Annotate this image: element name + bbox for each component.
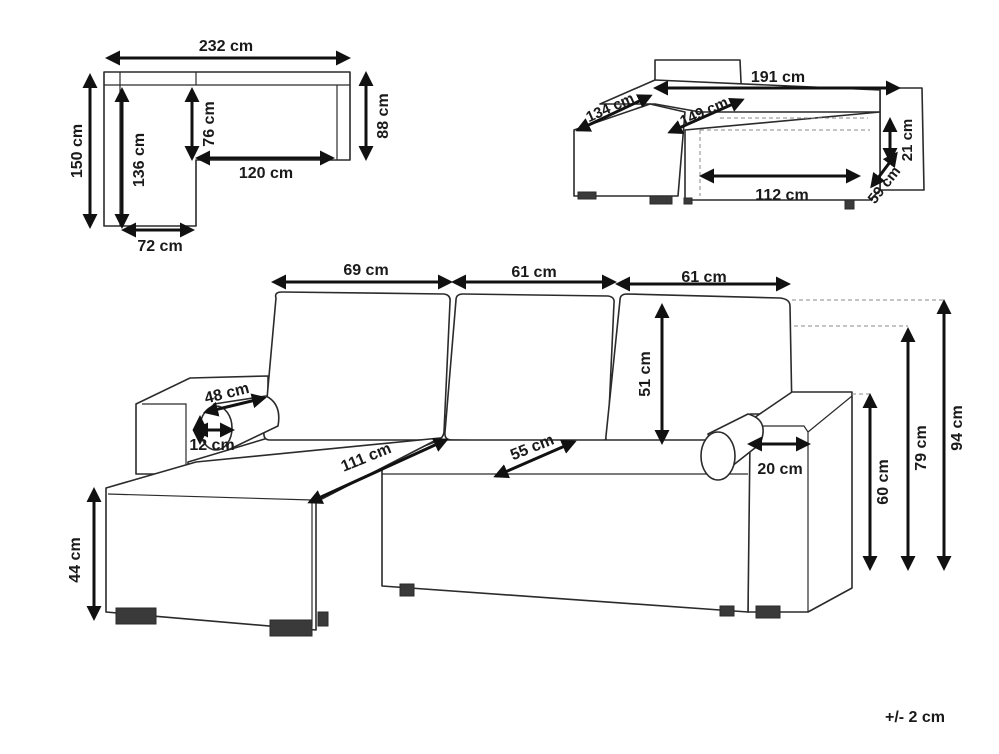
dim-bed-height: 21 cm: [899, 119, 916, 162]
dim-cushion-2-width: 61 cm: [511, 264, 556, 281]
dim-cushion-1-width: 69 cm: [343, 262, 388, 279]
dim-top-seat-depth: 76 cm: [201, 101, 218, 146]
dim-bed-length: 191 cm: [751, 69, 805, 86]
front-view: 69 cm 61 cm 61 cm 51 cm 48 cm 12 cm 111 …: [67, 262, 966, 637]
dim-top-chaise-inner: 136 cm: [131, 133, 148, 187]
back-cushion-1: [263, 291, 451, 441]
dim-top-back-depth: 88 cm: [375, 93, 392, 138]
dim-top-width: 232 cm: [199, 38, 253, 55]
bed-view: 191 cm 134 cm 149 cm 21 cm 112 cm 59 cm: [573, 59, 925, 210]
dim-top-chaise-width: 72 cm: [137, 238, 182, 255]
dim-top-seat-length: 120 cm: [239, 165, 293, 182]
dim-armrest-width: 20 cm: [757, 461, 802, 478]
dim-total-height: 94 cm: [949, 405, 966, 450]
tolerance-note: +/- 2 cm: [884, 709, 945, 726]
dim-cushion-3-width: 61 cm: [681, 269, 726, 286]
top-view: 232 cm 150 cm 136 cm 76 cm 88 cm 120 cm …: [69, 38, 392, 255]
dim-bed-width: 112 cm: [755, 187, 808, 204]
back-cushion-2: [444, 293, 615, 443]
dim-backrest-cushion-height: 51 cm: [637, 351, 654, 396]
dim-bolster-diameter: 12 cm: [189, 437, 234, 454]
dim-seat-height: 44 cm: [67, 537, 84, 582]
dim-top-depth-total: 150 cm: [69, 124, 86, 178]
dim-back-height: 79 cm: [913, 425, 930, 470]
main-seat: [381, 439, 751, 613]
dim-armrest-height: 60 cm: [875, 459, 892, 504]
right-armrest: [747, 391, 853, 613]
